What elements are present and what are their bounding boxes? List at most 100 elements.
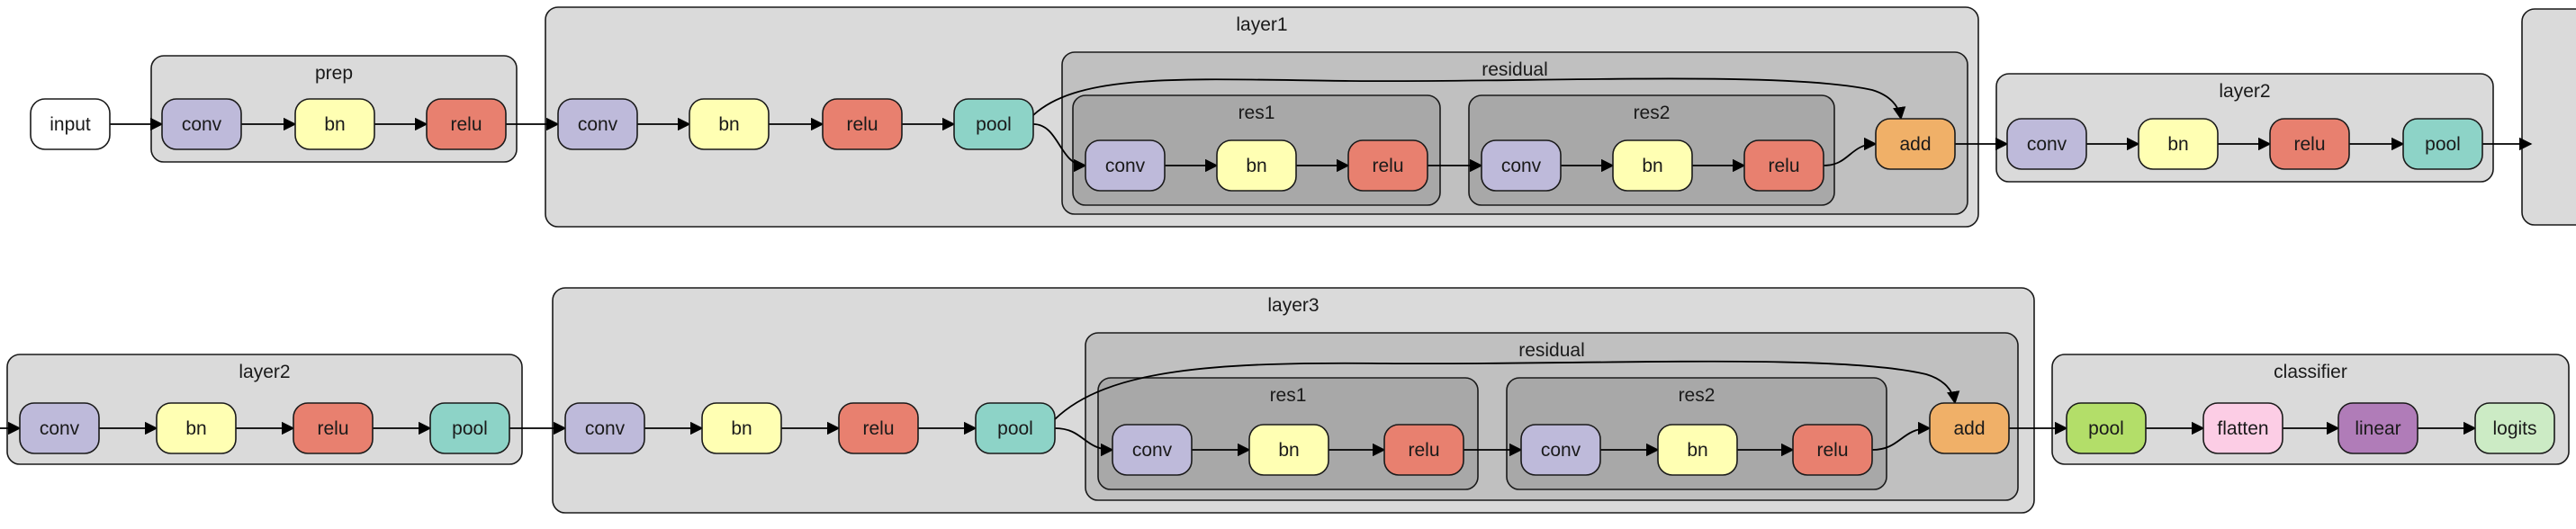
layer3-res1-bn-node-box bbox=[1248, 424, 1329, 476]
layer1-pool-node-box bbox=[953, 98, 1034, 150]
layer3-add-node-label: add bbox=[1953, 418, 1985, 439]
layer1-res1-conv-node: conv bbox=[1085, 139, 1166, 192]
layer2-bottom-conv-node: conv bbox=[19, 402, 100, 454]
layer1-cluster-label: layer1 bbox=[1236, 14, 1287, 35]
classifier-flatten-node: flatten bbox=[2202, 402, 2283, 454]
layer3-pool-node-box bbox=[975, 402, 1056, 454]
layer3-res1-bn-node: bn bbox=[1248, 424, 1329, 476]
edge-layer3-pool-node-to-layer3-res1-conv-node bbox=[1054, 427, 1114, 457]
edge-layer1-pool-node-to-layer1-res1-conv-node bbox=[1032, 123, 1087, 173]
layer1-res2-conv-node-label: conv bbox=[1501, 156, 1542, 176]
classifier-linear-node-label: linear bbox=[2355, 418, 2400, 439]
layer3-conv-node-label: conv bbox=[585, 418, 626, 439]
layer1-relu-node: relu bbox=[822, 98, 903, 150]
layer1-pool-node-label: pool bbox=[976, 114, 1012, 135]
layer3-res1-cluster-label: res1 bbox=[1270, 385, 1307, 406]
layer2-bottom-relu-node: relu bbox=[293, 402, 374, 454]
layer2-top-pool-node-label: pool bbox=[2425, 134, 2461, 155]
classifier-logits-node-label: logits bbox=[2492, 418, 2536, 439]
classifier-pool-node: pool bbox=[2066, 402, 2147, 454]
layer1-res1-bn-node-box bbox=[1216, 139, 1297, 192]
prep-cluster-label: prep bbox=[315, 63, 353, 84]
layer2-top-relu-node-label: relu bbox=[2293, 134, 2325, 155]
classifier-cluster-box bbox=[2051, 354, 2570, 465]
layer3-pool-node-label: pool bbox=[997, 418, 1033, 439]
layer1-bn-node-label: bn bbox=[718, 114, 739, 135]
layer1-res2-relu-node: relu bbox=[1743, 139, 1824, 192]
layer2-bottom-pool-node-box bbox=[429, 402, 510, 454]
layer1-add-node-box bbox=[1875, 118, 1956, 170]
layer3-bn-node-label: bn bbox=[731, 418, 752, 439]
layer1-res2-bn-node: bn bbox=[1612, 139, 1693, 192]
layer3-bn-node-box bbox=[701, 402, 782, 454]
layer1-conv-node-box bbox=[557, 98, 638, 150]
layer3-res2-bn-node-label: bn bbox=[1687, 440, 1707, 461]
layer1-res2-relu-node-label: relu bbox=[1768, 156, 1799, 176]
layer2-top-conv-node-label: conv bbox=[2027, 134, 2067, 155]
nodes-layer: input conv bn relu conv bn relu pool conv bn relu c… bbox=[19, 98, 2555, 476]
edge-layer3-pool-skip-to-add bbox=[1054, 360, 1960, 420]
layer1-res2-conv-node: conv bbox=[1481, 139, 1562, 192]
layer3-relu-node-label: relu bbox=[862, 418, 894, 439]
layer2-bottom-bn-node-box bbox=[156, 402, 237, 454]
layer3-res2-relu-node-label: relu bbox=[1816, 440, 1848, 461]
layer2-bottom-cluster: layer2 bbox=[6, 354, 523, 465]
layer3-add-node-box bbox=[1929, 402, 2010, 454]
layer1-bn-node: bn bbox=[689, 98, 770, 150]
layer2-bottom-relu-node-label: relu bbox=[317, 418, 348, 439]
classifier-flatten-node-label: flatten bbox=[2217, 418, 2268, 439]
layer3-res2-relu-node-box bbox=[1792, 424, 1873, 476]
layer1-res1-relu-node-label: relu bbox=[1372, 156, 1403, 176]
classifier-cluster: classifier bbox=[2051, 354, 2570, 465]
layer1-res1-cluster-label: res1 bbox=[1238, 103, 1275, 123]
layer2-top-relu-node: relu bbox=[2269, 118, 2350, 170]
layer1-res2-relu-node-box bbox=[1743, 139, 1824, 192]
layer1-res2-cluster-label: res2 bbox=[1634, 103, 1671, 123]
edge-layer1-res2-relu-node-to-layer1-add-node bbox=[1823, 137, 1878, 166]
layer3-res2-relu-node: relu bbox=[1792, 424, 1873, 476]
layer3-res1-conv-node-box bbox=[1112, 424, 1193, 476]
prep-bn-node-label: bn bbox=[324, 114, 345, 135]
layer2-top-conv-node: conv bbox=[2006, 118, 2087, 170]
layer3-res1-bn-node-label: bn bbox=[1278, 440, 1299, 461]
layer1-conv-node: conv bbox=[557, 98, 638, 150]
layer1-add-node-label: add bbox=[1899, 134, 1931, 155]
layer2-bottom-conv-node-box bbox=[19, 402, 100, 454]
layer3-res2-bn-node: bn bbox=[1657, 424, 1738, 476]
classifier-logits-node-box bbox=[2474, 402, 2555, 454]
layer1-res1-bn-node-label: bn bbox=[1246, 156, 1266, 176]
layer3-bn-node: bn bbox=[701, 402, 782, 454]
layer3-res2-conv-node-label: conv bbox=[1541, 440, 1581, 461]
layer2-bottom-cluster-box bbox=[6, 354, 523, 465]
input-node-box bbox=[30, 98, 111, 150]
layer3-res1-relu-node-label: relu bbox=[1408, 440, 1439, 461]
layer3-cluster-label: layer3 bbox=[1267, 295, 1319, 316]
input-node: input bbox=[30, 98, 111, 150]
classifier-logits-node: logits bbox=[2474, 402, 2555, 454]
edge-layer3-res2-relu-node-to-layer3-add-node bbox=[1871, 421, 1932, 451]
layer3-res2-bn-node-box bbox=[1657, 424, 1738, 476]
layer1-pool-node: pool bbox=[953, 98, 1034, 150]
layer3-res1-conv-node: conv bbox=[1112, 424, 1193, 476]
layer1-relu-node-box bbox=[822, 98, 903, 150]
layer3-relu-node-box bbox=[838, 402, 919, 454]
layer3-pool-node: pool bbox=[975, 402, 1056, 454]
classifier-flatten-node-box bbox=[2202, 402, 2283, 454]
edges-layer bbox=[0, 77, 2533, 457]
layer2-top-cluster: layer2 bbox=[1995, 73, 2494, 183]
layer2-top-cluster-label: layer2 bbox=[2219, 81, 2270, 102]
layer3-add-node: add bbox=[1929, 402, 2010, 454]
layer1-relu-node-label: relu bbox=[846, 114, 878, 135]
prep-relu-node-box bbox=[426, 98, 507, 150]
layer2-top-pool-node-box bbox=[2402, 118, 2483, 170]
layer2-bottom-relu-node-box bbox=[293, 402, 374, 454]
layer2-top-pool-node: pool bbox=[2402, 118, 2483, 170]
layer1-residual-cluster-label: residual bbox=[1482, 59, 1548, 80]
layer2-top-cluster-box bbox=[1995, 73, 2494, 183]
prep-conv-node-box bbox=[161, 98, 242, 150]
layer3-conv-node: conv bbox=[564, 402, 645, 454]
layer2-top-conv-node-box bbox=[2006, 118, 2087, 170]
layer3-res2-conv-node-box bbox=[1520, 424, 1601, 476]
layer1-res2-bn-node-box bbox=[1612, 139, 1693, 192]
prep-bn-node-box bbox=[294, 98, 375, 150]
